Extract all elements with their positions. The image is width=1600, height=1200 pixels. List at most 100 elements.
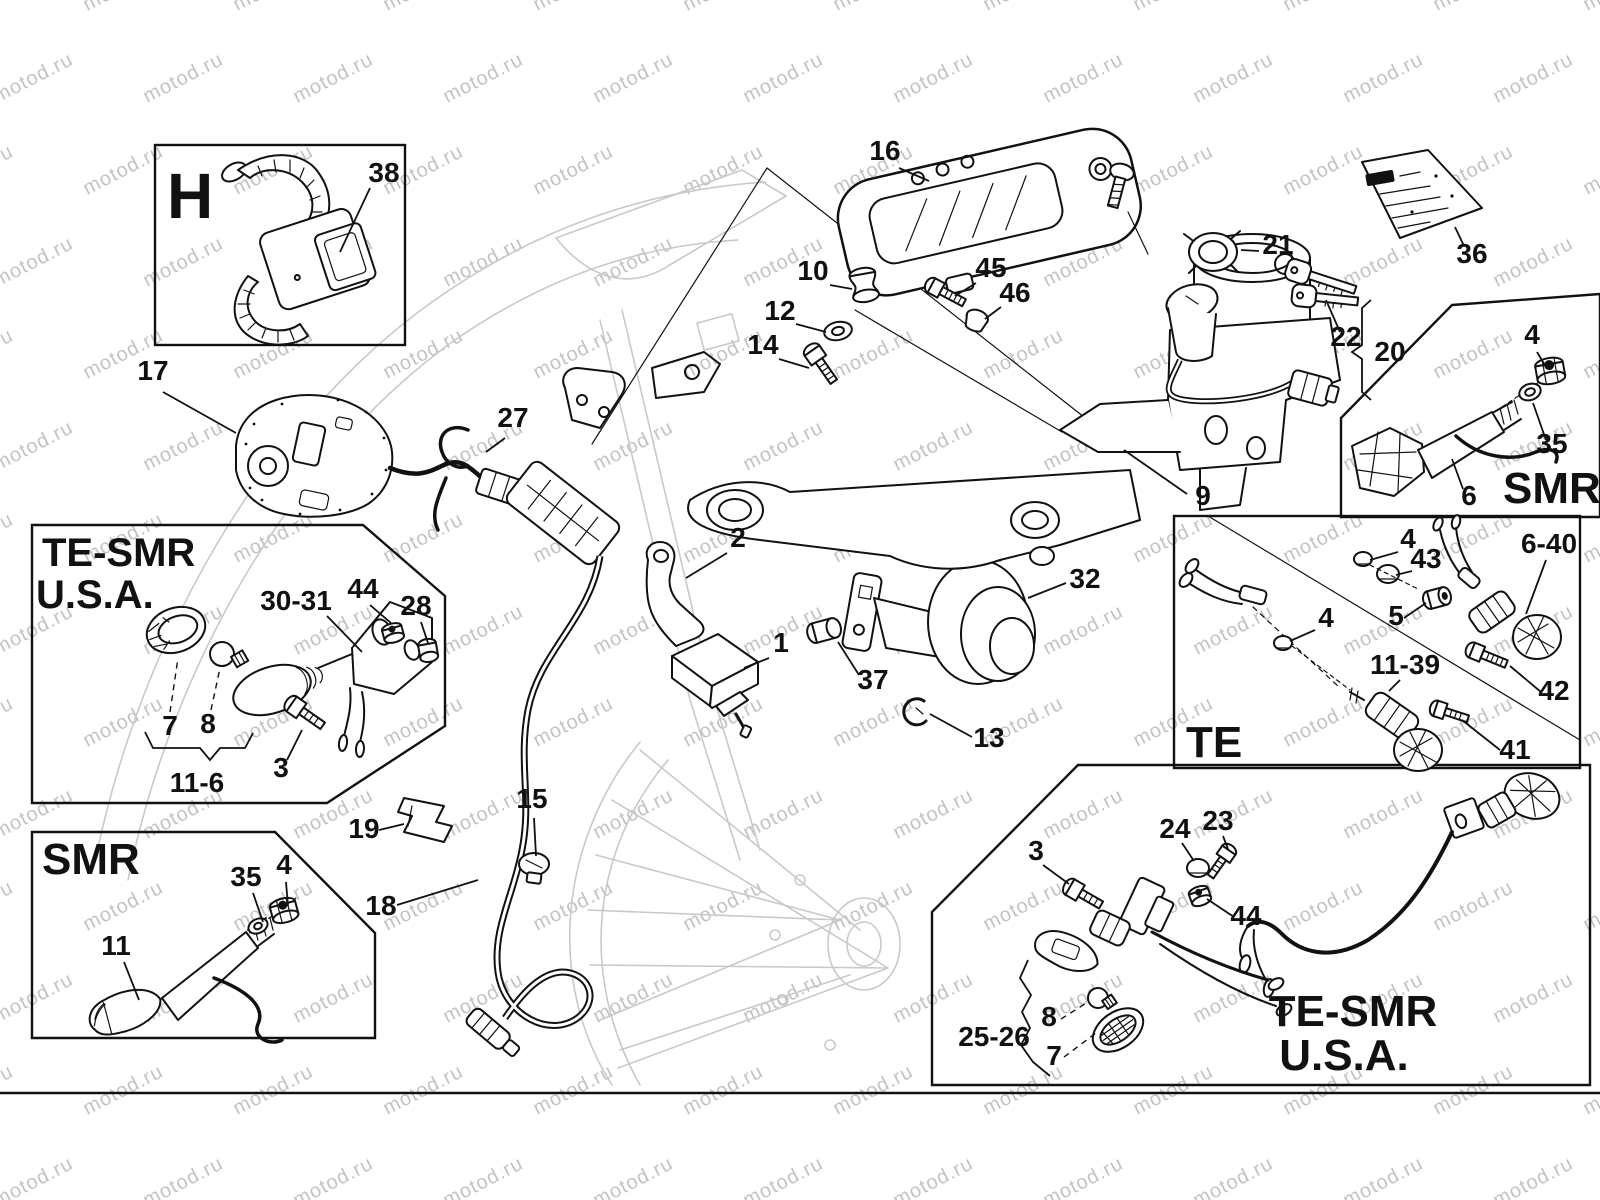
callout-37: 37 xyxy=(857,664,888,695)
part-washer-12 xyxy=(823,320,853,342)
callout-6-40: 6-40 xyxy=(1521,528,1577,559)
part-bolt-14 xyxy=(802,342,839,385)
part-signal-6-40 xyxy=(1468,590,1562,660)
part-kill-switch-38 xyxy=(221,154,377,346)
group-bracket-25-26 xyxy=(1018,959,1051,1077)
section-box-te xyxy=(1172,514,1582,770)
callout-11-6: 11-6 xyxy=(170,767,225,798)
callout-1: 1 xyxy=(773,627,789,658)
callout-10: 10 xyxy=(797,255,828,286)
part-nut-44-bottom xyxy=(1187,884,1213,908)
part-bolt-41 xyxy=(1428,699,1471,724)
callout-7-bottom: 7 xyxy=(1046,1040,1062,1071)
callout-8-bottom: 8 xyxy=(1041,1001,1057,1032)
callout-9: 9 xyxy=(1195,480,1211,511)
callout-43: 43 xyxy=(1410,543,1441,574)
label-smr-right: SMR xyxy=(1503,464,1600,513)
leader-lines xyxy=(123,167,1547,1077)
callout-20: 20 xyxy=(1374,336,1405,367)
part-sticker-36 xyxy=(1361,149,1483,239)
part-screw-45 xyxy=(923,276,967,308)
label-h: H xyxy=(167,160,213,232)
section-boxes xyxy=(0,143,1600,1095)
callout-15: 15 xyxy=(516,783,547,814)
label-te-smr-left-2: U.S.A. xyxy=(36,573,154,617)
callout-11-39: 11-39 xyxy=(1370,649,1440,680)
part-te-cap-4-low xyxy=(1273,635,1351,691)
label-smr-left: SMR xyxy=(42,835,140,884)
part-clip-13 xyxy=(902,697,928,727)
section-box-smr-left xyxy=(30,830,377,1040)
callout-44-bottom: 44 xyxy=(1230,900,1262,931)
callout-6-smr-right: 6 xyxy=(1461,480,1477,511)
callout-45: 45 xyxy=(975,252,1006,283)
callout-19: 19 xyxy=(348,813,379,844)
callout-3-left: 3 xyxy=(273,752,289,783)
callout-16: 16 xyxy=(869,135,900,166)
part-nut-44-left xyxy=(380,622,406,644)
callout-42: 42 xyxy=(1538,675,1569,706)
callout-4-te-top: 4 xyxy=(1400,523,1416,554)
part-spacer-37 xyxy=(806,617,842,644)
part-left-signal-assembly xyxy=(145,601,440,758)
callout-4-smr-left: 4 xyxy=(276,849,292,880)
callout-4-te-low: 4 xyxy=(1318,602,1334,633)
callout-21: 21 xyxy=(1262,229,1293,260)
callout-5: 5 xyxy=(1388,600,1404,631)
callout-12: 12 xyxy=(764,295,795,326)
callout-17: 17 xyxy=(137,355,168,386)
callout-23: 23 xyxy=(1202,805,1233,836)
callout-38: 38 xyxy=(368,157,399,188)
callout-27: 27 xyxy=(497,402,528,433)
callout-22: 22 xyxy=(1330,321,1361,352)
callout-3-bottom: 3 xyxy=(1028,835,1044,866)
part-signal-11 xyxy=(88,896,300,1044)
part-bottom-right-assembly xyxy=(1034,772,1561,1053)
callout-44-left: 44 xyxy=(347,573,379,604)
callout-35-smr-left: 35 xyxy=(230,861,261,892)
callout-24: 24 xyxy=(1159,813,1191,844)
label-te: TE xyxy=(1186,718,1242,767)
part-grommet-46 xyxy=(964,308,989,333)
part-clip-19 xyxy=(397,797,453,843)
part-bulb-8-bottom xyxy=(1087,987,1118,1011)
callout-32: 32 xyxy=(1069,563,1100,594)
callout-11-smr-left: 11 xyxy=(101,930,131,961)
part-signal-6 xyxy=(1351,356,1567,497)
part-lock-ring-21 xyxy=(1183,230,1241,274)
callout-14: 14 xyxy=(747,329,779,360)
part-ignition-lock-20 xyxy=(1165,283,1340,407)
callout-8-left: 8 xyxy=(200,708,216,739)
callout-28: 28 xyxy=(400,590,431,621)
section-box-te-smr-right xyxy=(930,763,1592,1087)
part-grommet-24 xyxy=(1186,858,1210,878)
section-labels: H TE-SMR U.S.A. SMR SMR TE TE-SMR U.S.A. xyxy=(36,160,1600,1080)
part-te-wires xyxy=(1178,514,1481,689)
callout-41: 41 xyxy=(1499,734,1530,765)
callout-labels: 38 17 27 16 10 12 14 45 46 9 21 22 20 36… xyxy=(101,135,1577,1071)
part-rubber-mount-10 xyxy=(848,266,880,304)
part-flasher-relay-1 xyxy=(671,633,759,739)
callout-46: 46 xyxy=(999,277,1030,308)
part-bolt-42 xyxy=(1464,641,1509,669)
label-te-smr-left-1: TE-SMR xyxy=(42,531,195,575)
callout-7-left: 7 xyxy=(162,710,178,741)
part-lens-7-bottom xyxy=(1091,1007,1145,1053)
part-harness-cable-18 xyxy=(465,460,621,1057)
callout-25-26: 25-26 xyxy=(958,1021,1030,1052)
group-bracket-20 xyxy=(1350,299,1372,401)
part-te-cap-4-top xyxy=(1353,551,1373,567)
group-bracket-11-6 xyxy=(144,731,254,762)
part-grommet-28 xyxy=(417,637,440,664)
part-bolt-23 xyxy=(1206,842,1238,880)
callout-35-smr-right: 35 xyxy=(1536,428,1567,459)
callout-36: 36 xyxy=(1456,238,1487,269)
part-handlebar-switch-17 xyxy=(235,394,485,532)
part-signal-11-39 xyxy=(1349,687,1443,772)
label-te-smr-right-1: TE-SMR xyxy=(1269,987,1438,1036)
part-screw-15 xyxy=(518,852,550,885)
part-horn-32 xyxy=(841,526,1039,685)
part-keys-22 xyxy=(1274,253,1360,309)
